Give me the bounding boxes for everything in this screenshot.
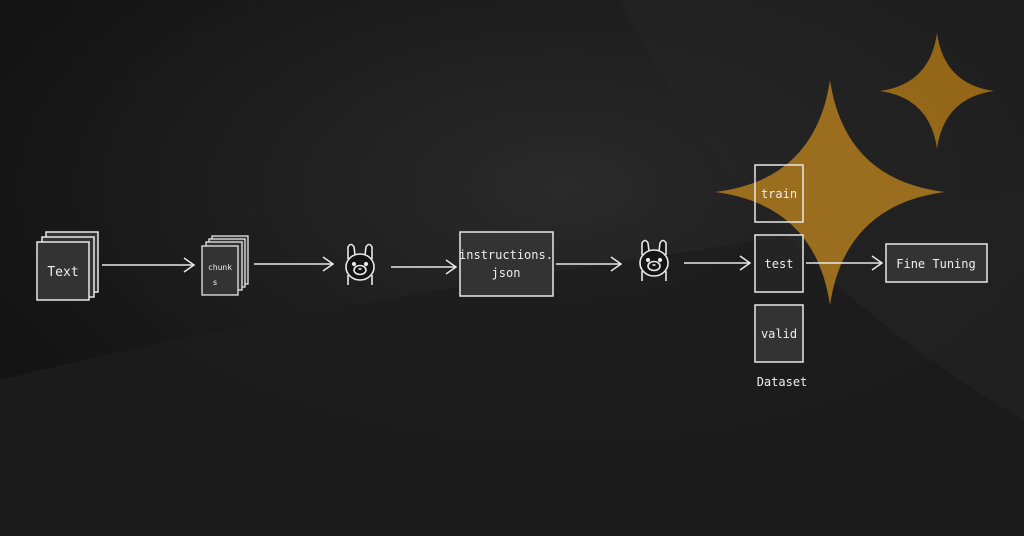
sparkle-large-icon <box>715 80 945 305</box>
chunks-node: chunk s <box>201 235 249 296</box>
arrow-instructions-to-llama <box>556 256 623 272</box>
sparkle-small-icon <box>880 33 994 149</box>
valid-box <box>754 304 804 363</box>
dataset-group: train test valid Dataset <box>754 164 808 389</box>
test-box <box>754 234 804 293</box>
arrow-text-to-chunks <box>102 257 196 273</box>
test-label: test <box>765 257 794 271</box>
fine-tuning-node: Fine Tuning <box>885 243 988 283</box>
arrow-llama-to-dataset <box>684 255 752 271</box>
chunks-label-line2: s <box>213 278 218 287</box>
instructions-label-line2: json <box>492 266 521 280</box>
text-node: Text <box>36 231 99 301</box>
llama-icon <box>345 243 375 285</box>
fine-tuning-label: Fine Tuning <box>896 257 975 271</box>
llama-icon <box>639 239 669 281</box>
chunks-label-line1: chunk <box>208 263 232 272</box>
train-label: train <box>761 187 797 201</box>
dataset-label: Dataset <box>757 375 808 389</box>
arrow-dataset-to-finetuning <box>806 255 884 271</box>
arrow-llama-to-instructions <box>391 259 458 275</box>
instructions-node: instructions. json <box>459 231 554 297</box>
train-box <box>754 164 804 223</box>
arrow-chunks-to-llama <box>254 256 335 272</box>
valid-label: valid <box>761 327 797 341</box>
instructions-label-line1: instructions. <box>459 248 553 262</box>
background-swoosh <box>0 190 1024 536</box>
text-node-label: Text <box>47 265 78 280</box>
